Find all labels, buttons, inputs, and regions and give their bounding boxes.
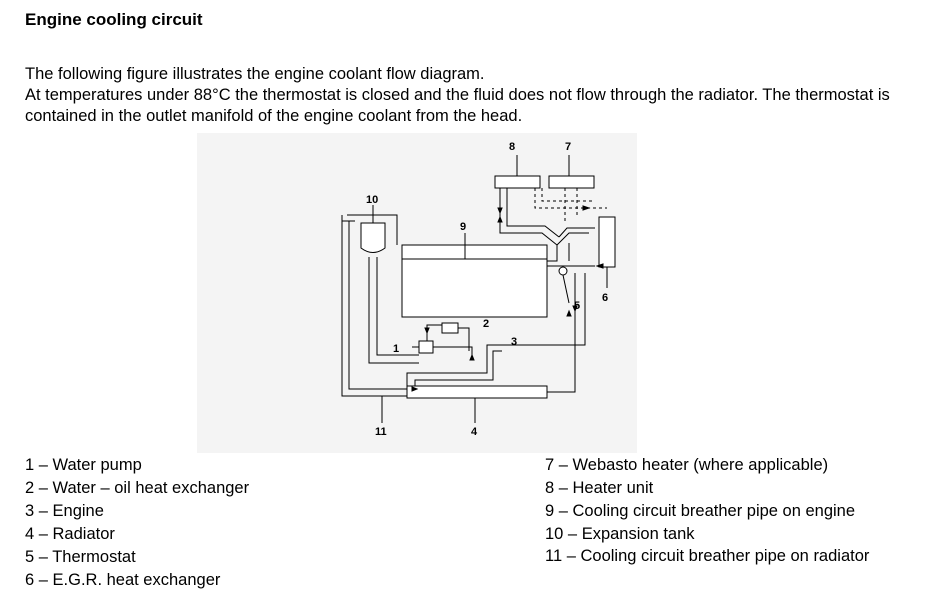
label-2: 2 [483, 318, 489, 330]
engine-block [401, 244, 548, 318]
legend-item: 7 – Webasto heater (where applicable) [545, 456, 829, 474]
diagram-svg [341, 155, 616, 423]
label-6: 6 [602, 292, 608, 304]
legend-item: 1 – Water pump [25, 456, 142, 474]
intro-text: The following figure illustrates the eng… [25, 64, 920, 127]
label-1: 1 [393, 343, 399, 355]
expansion-tank [360, 222, 386, 253]
intro-line-2: At temperatures under 88°C the thermosta… [25, 86, 890, 125]
legend-item: 10 – Expansion tank [545, 525, 695, 543]
legend-item: 2 – Water – oil heat exchanger [25, 479, 250, 497]
legend-item: 11 – Cooling circuit breather pipe on ra… [545, 547, 870, 565]
label-3: 3 [511, 336, 517, 348]
legend-item: 3 – Engine [25, 502, 104, 520]
label-9: 9 [460, 221, 466, 233]
legend-item: 8 – Heater unit [545, 479, 654, 497]
legend-item: 5 – Thermostat [25, 548, 136, 566]
legend-item: 6 – E.G.R. heat exchanger [25, 571, 221, 589]
page-title: Engine cooling circuit [25, 10, 203, 29]
label-5: 5 [574, 300, 580, 312]
intro-line-1: The following figure illustrates the eng… [25, 65, 485, 83]
label-4: 4 [471, 426, 478, 438]
label-10: 10 [366, 194, 378, 206]
webasto-heater-box [548, 175, 595, 189]
legend-left: 1 – Water pump 2 – Water – oil heat exch… [25, 454, 505, 592]
coolant-flow-diagram: 8 7 10 9 6 5 2 3 1 11 4 [197, 133, 637, 453]
diagram-labels: 8 7 10 9 6 5 2 3 1 11 4 [366, 141, 608, 438]
label-8: 8 [509, 141, 515, 153]
legend-right: 7 – Webasto heater (where applicable) 8 … [545, 454, 915, 567]
label-7: 7 [565, 141, 571, 153]
legend-item: 4 – Radiator [25, 525, 115, 543]
label-11: 11 [375, 426, 387, 438]
legend-item: 9 – Cooling circuit breather pipe on eng… [545, 502, 856, 520]
